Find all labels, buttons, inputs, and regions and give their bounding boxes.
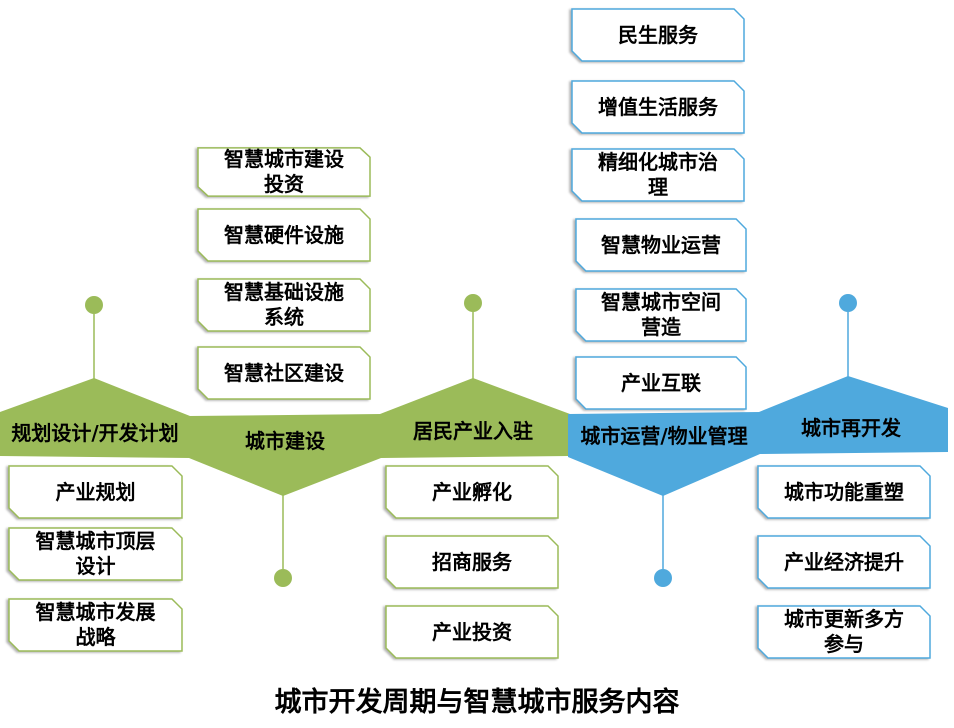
box-outline-shape bbox=[9, 599, 182, 651]
service-box-label: 城市功能重塑 bbox=[784, 479, 904, 504]
service-box-industry-interconnection: 产业互联 bbox=[575, 356, 747, 410]
box-outline bbox=[385, 605, 559, 659]
service-box-construction-investment: 智慧城市建设投资 bbox=[197, 147, 371, 197]
service-box-smart-community: 智慧社区建设 bbox=[197, 346, 371, 400]
service-box-industry-incubation: 产业孵化 bbox=[385, 465, 559, 519]
box-outline-shape bbox=[198, 209, 370, 261]
box-outline-shape bbox=[576, 289, 746, 341]
box-outline bbox=[197, 147, 371, 197]
service-box-label: 产业互联 bbox=[621, 370, 701, 395]
service-box-livelihood-services: 民生服务 bbox=[571, 8, 745, 62]
pin-dot-construction bbox=[274, 569, 292, 587]
box-outline bbox=[575, 356, 747, 410]
box-outline-shape bbox=[572, 81, 744, 133]
band-segment-planning bbox=[0, 378, 190, 458]
stage-label-construction: 城市建设 bbox=[245, 429, 325, 453]
service-box-urban-space-creation: 智慧城市空间营造 bbox=[575, 288, 747, 342]
service-box-development-strategy: 智慧城市发展战略 bbox=[8, 598, 183, 652]
box-outline bbox=[757, 605, 931, 659]
diagram-title: 城市开发周期与智慧城市服务内容 bbox=[274, 687, 680, 718]
box-outline bbox=[571, 80, 745, 134]
service-box-industry-planning: 产业规划 bbox=[8, 465, 183, 519]
box-outline bbox=[197, 346, 371, 400]
box-outline bbox=[757, 535, 931, 589]
service-box-label: 智慧硬件设施 bbox=[224, 222, 344, 247]
box-outline bbox=[571, 148, 745, 202]
service-box-smart-hardware: 智慧硬件设施 bbox=[197, 208, 371, 262]
service-box-label: 智慧基础设施系统 bbox=[224, 280, 344, 329]
band-segment-operation bbox=[568, 412, 760, 496]
service-box-label: 智慧城市发展战略 bbox=[35, 600, 156, 649]
service-box-label: 精细化城市治理 bbox=[598, 150, 718, 199]
box-outline-shape bbox=[758, 536, 930, 588]
box-outline-shape bbox=[198, 148, 370, 196]
box-outline-shape bbox=[9, 466, 182, 518]
box-outline-shape bbox=[758, 606, 930, 658]
service-box-top-level-design: 智慧城市顶层设计 bbox=[8, 527, 183, 581]
box-outline-shape bbox=[386, 536, 558, 588]
box-outline bbox=[8, 527, 183, 581]
pin-dot-residents-industry bbox=[464, 294, 482, 312]
service-box-label: 产业孵化 bbox=[432, 479, 512, 504]
box-outline bbox=[8, 598, 183, 652]
box-outline-shape bbox=[386, 606, 558, 658]
pin-dot-planning bbox=[85, 296, 103, 314]
band-segment-redevelopment bbox=[759, 376, 948, 454]
box-outline-shape bbox=[386, 466, 558, 518]
box-outline bbox=[571, 8, 745, 62]
service-box-label: 产业投资 bbox=[432, 619, 512, 644]
stage-label-operation: 城市运营/物业管理 bbox=[580, 424, 747, 448]
service-box-renewal-participation: 城市更新多方参与 bbox=[757, 605, 931, 659]
service-box-economy-improvement: 产业经济提升 bbox=[757, 535, 931, 589]
service-box-function-reshaping: 城市功能重塑 bbox=[757, 465, 931, 519]
service-box-label: 招商服务 bbox=[432, 549, 512, 574]
service-box-label: 智慧城市顶层设计 bbox=[35, 529, 156, 578]
service-box-label: 民生服务 bbox=[618, 22, 698, 47]
box-outline bbox=[197, 278, 371, 332]
service-box-label: 产业经济提升 bbox=[784, 549, 904, 574]
service-box-label: 智慧社区建设 bbox=[224, 360, 344, 385]
service-box-label: 产业规划 bbox=[55, 479, 136, 504]
box-outline bbox=[385, 465, 559, 519]
service-box-label: 智慧城市建设投资 bbox=[224, 147, 344, 196]
box-outline-shape bbox=[198, 279, 370, 331]
service-box-infrastructure-system: 智慧基础设施系统 bbox=[197, 278, 371, 332]
stage-label-planning: 规划设计/开发计划 bbox=[11, 421, 178, 445]
box-outline bbox=[385, 535, 559, 589]
box-outline-shape bbox=[572, 9, 744, 61]
service-box-industry-investment: 产业投资 bbox=[385, 605, 559, 659]
band-segment-residents-industry bbox=[380, 378, 570, 458]
box-outline-shape bbox=[576, 357, 746, 409]
pin-dot-redevelopment bbox=[839, 294, 857, 312]
box-outline bbox=[575, 218, 747, 272]
pin-dot-operation bbox=[654, 569, 672, 587]
box-outline bbox=[757, 465, 931, 519]
service-box-investment-attraction: 招商服务 bbox=[385, 535, 559, 589]
stage-label-redevelopment: 城市再开发 bbox=[801, 416, 902, 440]
service-box-smart-property-operation: 智慧物业运营 bbox=[575, 218, 747, 272]
box-outline-shape bbox=[758, 466, 930, 518]
box-outline-shape bbox=[198, 347, 370, 399]
box-outline bbox=[575, 288, 747, 342]
box-outline bbox=[197, 208, 371, 262]
service-box-label: 增值生活服务 bbox=[598, 94, 718, 119]
service-box-label: 城市更新多方参与 bbox=[784, 607, 904, 656]
service-box-refined-governance: 精细化城市治理 bbox=[571, 148, 745, 202]
box-outline-shape bbox=[576, 219, 746, 271]
box-outline-shape bbox=[572, 149, 744, 201]
service-box-value-added-life: 增值生活服务 bbox=[571, 80, 745, 134]
band-segment-construction bbox=[189, 414, 381, 496]
service-box-label: 智慧物业运营 bbox=[601, 232, 721, 257]
box-outline-shape bbox=[9, 528, 182, 580]
stage-label-residents-industry: 居民产业入驻 bbox=[413, 419, 533, 443]
box-outline bbox=[8, 465, 183, 519]
service-box-label: 智慧城市空间营造 bbox=[601, 290, 721, 339]
